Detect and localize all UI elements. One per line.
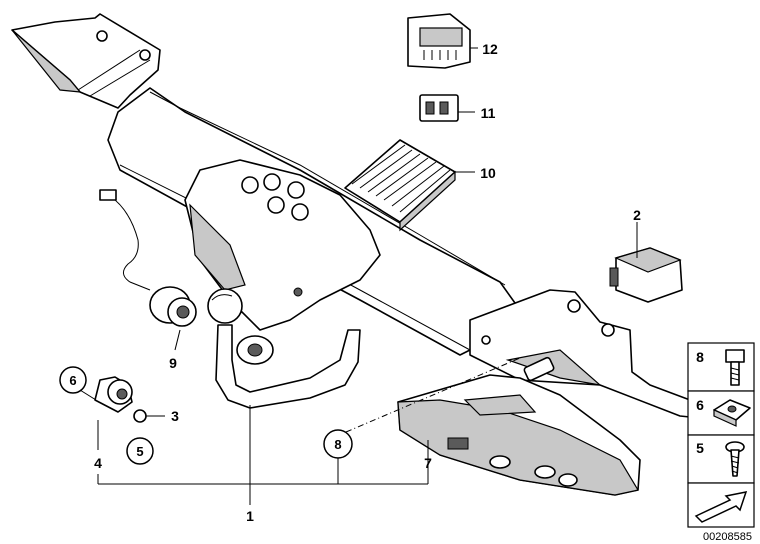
part-label-6-circle: 6 bbox=[59, 366, 87, 394]
part-label-8: 8 bbox=[334, 437, 341, 452]
left-mounting-bracket bbox=[11, 13, 161, 109]
control-unit bbox=[609, 247, 683, 303]
part-label-12: 12 bbox=[482, 41, 498, 57]
part-label-8-circle: 8 bbox=[323, 429, 353, 459]
small-socket-assembly bbox=[94, 376, 147, 423]
part-label-7: 7 bbox=[424, 455, 432, 471]
part-label-2: 2 bbox=[633, 207, 641, 223]
part-label-9: 9 bbox=[169, 355, 177, 371]
part-label-4: 4 bbox=[94, 455, 102, 471]
part-label-5: 5 bbox=[136, 444, 143, 459]
part-label-1: 1 bbox=[246, 508, 254, 524]
part-label-6: 6 bbox=[69, 373, 76, 388]
part-label-11: 11 bbox=[481, 105, 496, 121]
legend-panel: 8 6 5 bbox=[687, 342, 755, 528]
legend-label-8: 8 bbox=[696, 349, 704, 365]
part-labels: 1 2 3 4 5 6 7 8 9 10 11 12 bbox=[59, 41, 641, 524]
legend-arrow-icon bbox=[694, 491, 748, 523]
small-connector bbox=[419, 94, 459, 122]
right-mounting-bracket bbox=[469, 289, 701, 419]
center-mechanism bbox=[184, 159, 381, 331]
part-label-3: 3 bbox=[171, 408, 179, 424]
legend-label-6: 6 bbox=[696, 397, 704, 413]
tow-ball-neck bbox=[207, 288, 361, 409]
legend-item-bolt: 8 bbox=[696, 349, 745, 386]
part-label-5-circle: 5 bbox=[126, 437, 154, 465]
reference-number: 00208585 bbox=[703, 531, 752, 543]
large-connector bbox=[407, 13, 471, 69]
bumper-cover-piece bbox=[397, 374, 641, 496]
part-label-10: 10 bbox=[480, 165, 496, 181]
legend-label-5: 5 bbox=[696, 440, 704, 456]
legend-item-screw: 5 bbox=[696, 440, 745, 477]
leader-lines bbox=[97, 47, 638, 505]
legend-item-clip-nut: 6 bbox=[696, 397, 751, 427]
trailer-socket bbox=[99, 189, 197, 327]
